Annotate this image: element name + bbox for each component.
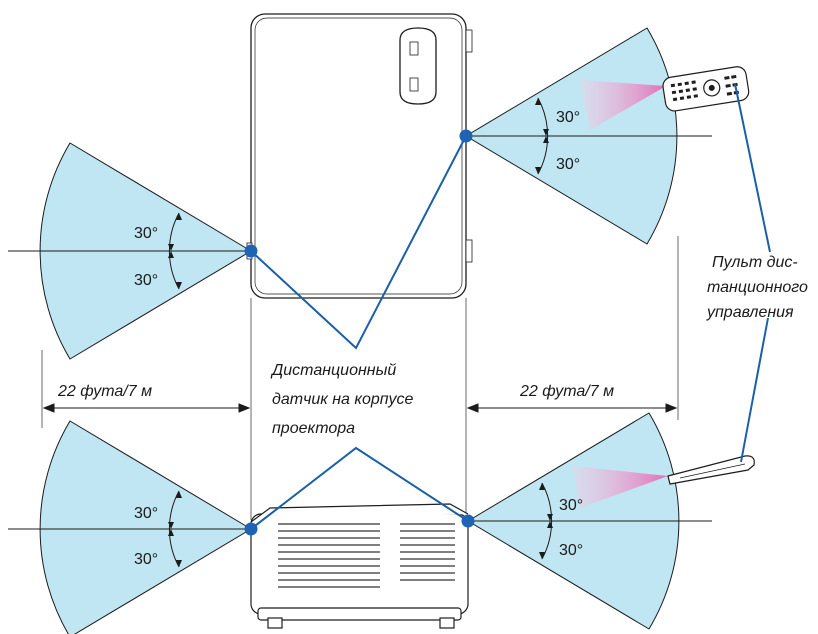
angle-label-bottom-left-upper: 30°	[134, 505, 158, 522]
signal-lines	[250, 83, 771, 530]
ir-beam-bottom	[572, 466, 668, 508]
sensor-dots	[244, 129, 475, 536]
projector-front-view	[250, 503, 469, 629]
sensor-label-line-3: проектора	[272, 420, 355, 437]
dimension-arrows	[42, 403, 678, 413]
sensor-label-line-1: Дистанционный	[270, 362, 396, 379]
center-lines	[8, 135, 712, 530]
angle-label-top-left-lower: 30°	[134, 272, 158, 289]
angle-label-bottom-left-lower: 30°	[134, 551, 158, 568]
sensor-label-line-2: датчик на корпусе	[272, 391, 414, 408]
remote-label-line-3: управления	[706, 304, 794, 321]
sensor-dot-bottom-left	[244, 522, 258, 536]
remote-label-line-2: танционного	[707, 279, 808, 296]
projector-top-view	[246, 13, 473, 299]
angle-label-top-right-upper: 30°	[556, 109, 580, 126]
sensor-dot-top-right	[459, 129, 473, 143]
angle-arc-arrowheads	[168, 98, 553, 567]
angle-label-bottom-right-lower: 30°	[559, 542, 583, 559]
dimension-label-left: 22 фута/7 м	[57, 383, 152, 400]
dimension-reference-lines	[41, 236, 679, 520]
remote-control-bottom	[667, 455, 755, 485]
angle-label-top-left-upper: 30°	[134, 225, 158, 242]
remote-control-top	[662, 66, 750, 112]
dimension-label-right: 22 фута/7 м	[519, 383, 614, 400]
projector-vent-right	[400, 523, 455, 581]
remote-label-line-1: Пульт дис-	[712, 254, 798, 271]
angle-label-top-right-lower: 30°	[556, 156, 580, 173]
coverage-cone-bottom-left	[39, 420, 252, 634]
angle-label-bottom-right-upper: 30°	[559, 497, 583, 514]
sensor-dot-top-left	[244, 244, 258, 258]
angle-arcs	[168, 97, 553, 568]
ir-beam-top	[580, 80, 666, 130]
sensor-dot-bottom-right	[461, 514, 475, 528]
projector-vent-left	[278, 523, 380, 588]
